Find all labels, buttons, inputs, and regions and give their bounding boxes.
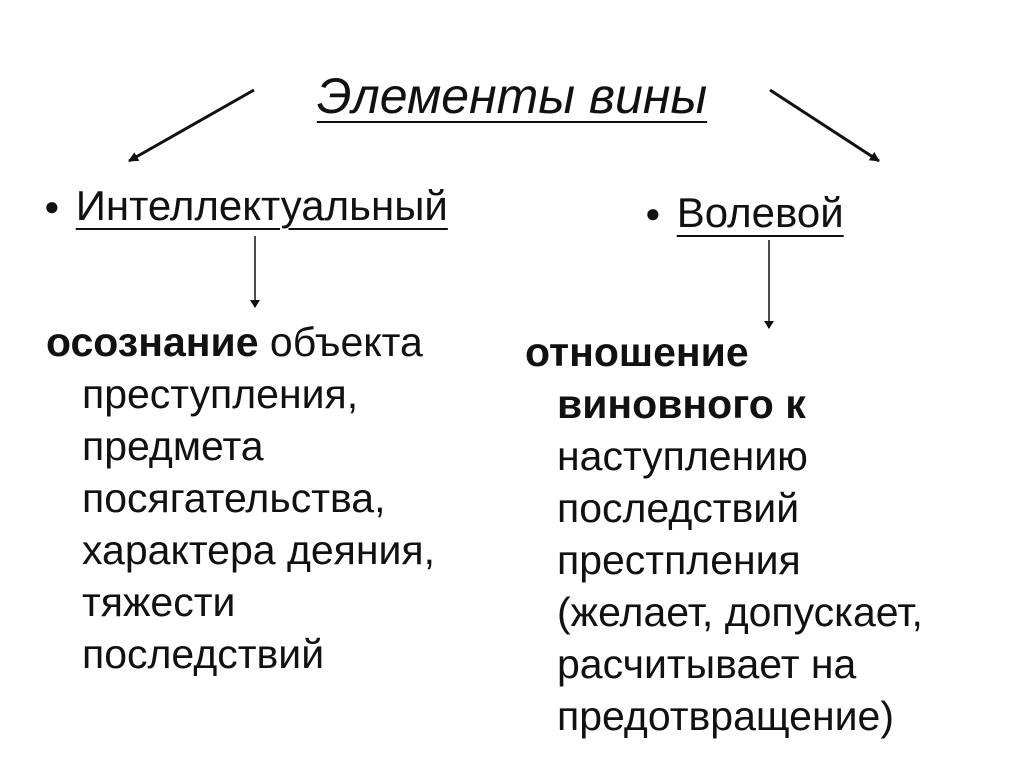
bullet-icon: ●: [645, 198, 661, 228]
description-line: последствий: [82, 631, 325, 677]
volitional-description: отношение виновного к наступлению послед…: [525, 326, 923, 742]
description-line: расчитывает на: [557, 641, 857, 687]
diagram-title: Элементы вины: [0, 66, 1024, 126]
branch-volitional: ● Волевой: [645, 187, 844, 239]
branch-intellectual-label: Интеллектуальный: [75, 182, 448, 229]
description-line: предотвращение): [557, 693, 894, 739]
description-line: наступлению: [557, 433, 808, 479]
description-line: (желает, допускает,: [557, 589, 923, 635]
description-line: характера деяния,: [82, 527, 436, 573]
arrow-to-volitional: [769, 88, 880, 163]
description-bold-term: осознание: [46, 319, 259, 365]
description-line: престпления: [557, 537, 801, 583]
intellectual-description: осознание объекта преступления, предмета…: [46, 316, 435, 680]
arrow-to-intellectual: [128, 88, 255, 163]
description-bold-term: отношение: [525, 329, 749, 375]
description-bold-term: виновного к: [557, 381, 806, 427]
bullet-icon: ●: [44, 191, 60, 221]
description-line: посягательства,: [82, 475, 386, 521]
diagram-title-text: Элементы вины: [316, 68, 708, 124]
branch-intellectual: ● Интеллектуальный: [44, 180, 448, 232]
description-line: последствий: [557, 485, 800, 531]
description-line: отношение: [525, 326, 923, 378]
description-line: виновного к: [525, 378, 923, 430]
description-line: предмета: [82, 423, 264, 469]
description-line: преступления,: [82, 371, 359, 417]
description-text: объекта: [258, 319, 423, 365]
description-line: осознание объекта: [46, 316, 435, 368]
description-line: тяжести: [82, 579, 236, 625]
branch-volitional-label: Волевой: [676, 189, 844, 236]
